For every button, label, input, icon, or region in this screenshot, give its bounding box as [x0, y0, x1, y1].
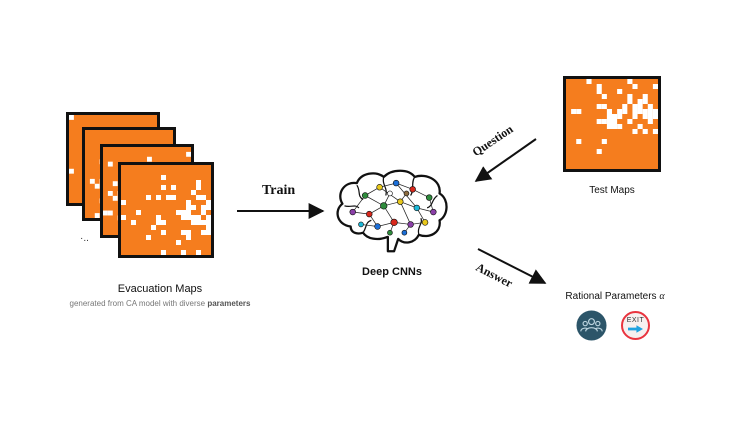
exit-sign-icon: EXIT: [621, 311, 650, 340]
brain-network-icon: [336, 169, 448, 253]
people-group-icon: [576, 310, 607, 341]
evacuation-map-front: [118, 162, 214, 258]
stack-ellipsis: ·..: [80, 233, 89, 244]
network-nodes: [349, 179, 437, 236]
rational-parameters-title: Rational Parameters α: [530, 291, 700, 302]
subtitle-emphasis: parameters: [207, 299, 251, 308]
evacuation-maps-subtitle: generated from CA model with diverse par…: [30, 299, 290, 308]
test-maps-title: Test Maps: [589, 185, 635, 196]
alpha-symbol: α: [659, 291, 665, 302]
exit-sign-text: EXIT: [626, 317, 645, 324]
exit-arrow-icon: [628, 325, 643, 333]
answer-label: Answer: [473, 260, 516, 291]
subtitle-text: generated from CA model with diverse: [69, 299, 208, 308]
evacuation-maps-title: Evacuation Maps: [117, 283, 203, 295]
test-map-pattern: [571, 79, 658, 154]
test-map: [563, 76, 661, 172]
question-label: Question: [469, 121, 516, 160]
deep-cnns-title: Deep CNNs: [362, 266, 422, 278]
rational-parameters-text: Rational Parameters: [565, 291, 657, 302]
brain-outline: [336, 169, 448, 253]
train-label: Train: [262, 183, 296, 198]
evacuation-map-pattern: [121, 175, 211, 255]
